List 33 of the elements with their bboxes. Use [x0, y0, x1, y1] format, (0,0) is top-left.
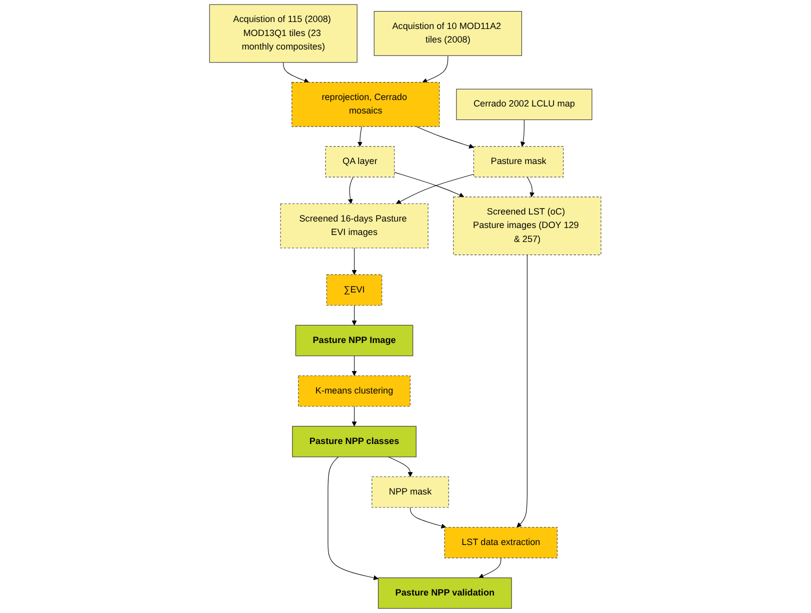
- arrow: [348, 176, 354, 204]
- node-box: Cerrado 2002 LCLU map: [456, 88, 592, 120]
- arrow: [352, 406, 357, 426]
- node-box: Screened 16-days Pasture EVI images: [280, 203, 429, 248]
- arrow: [352, 248, 357, 275]
- node-box: Screened LST (oC) Pasture images (DOY 129 & 257): [453, 196, 602, 256]
- node-box: LST data extraction: [444, 527, 558, 558]
- node-box: Pasture NPP Image: [296, 324, 414, 356]
- node-box: Acquistion of 115 (2008) MOD13Q1 tiles (23 monthly composites): [210, 4, 358, 63]
- node-box: Pasture NPP validation: [378, 578, 512, 609]
- arrow: [358, 126, 363, 147]
- arrow: [422, 55, 448, 83]
- node-box: Pasture NPP classes: [292, 426, 417, 458]
- arrow: [388, 456, 413, 477]
- arrow: [416, 126, 474, 149]
- node-box: K-means clustering: [298, 375, 411, 407]
- arrow: [396, 174, 474, 204]
- arrow: [478, 558, 502, 578]
- node-box: QA layer: [325, 146, 395, 178]
- arrow: [410, 507, 446, 528]
- arrow: [394, 172, 464, 198]
- arrow: [352, 305, 357, 326]
- node-box: ∑EVI: [326, 274, 382, 306]
- node-box: NPP mask: [372, 476, 450, 508]
- node-box: Pasture mask: [474, 146, 564, 178]
- arrow: [328, 456, 379, 580]
- arrow: [516, 254, 528, 528]
- arrow: [352, 356, 357, 376]
- node-box: Acquistion of 10 MOD11A2 tiles (2008): [374, 11, 522, 56]
- arrow: [283, 62, 310, 83]
- arrow: [520, 119, 526, 147]
- node-box: reprojection, Cerrado mosaics: [292, 82, 440, 127]
- arrow: [527, 176, 535, 198]
